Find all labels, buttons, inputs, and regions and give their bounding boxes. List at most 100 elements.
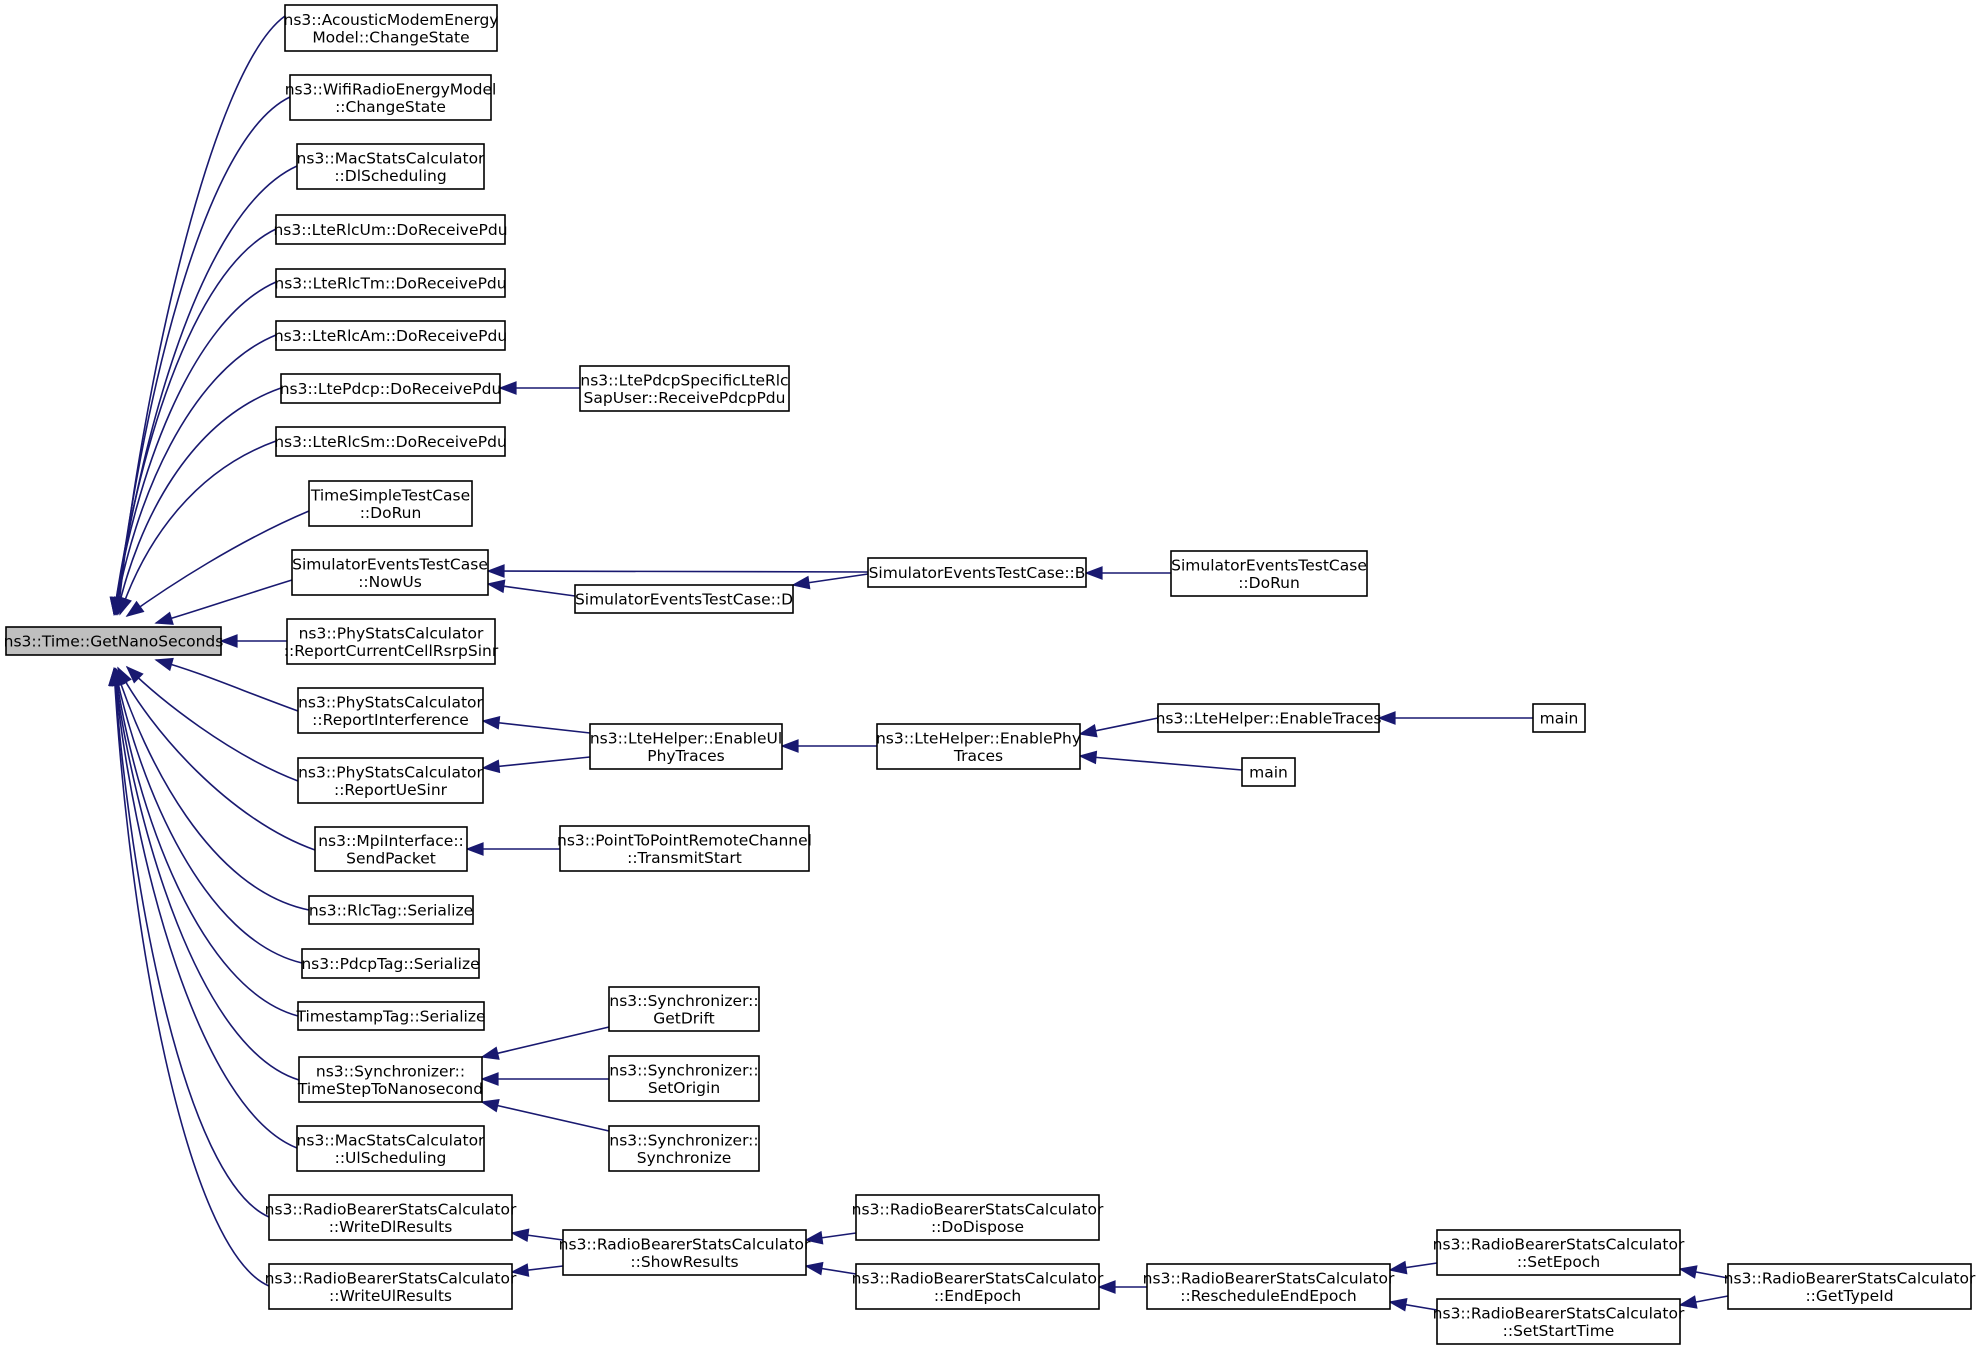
node-label-line: ::RescheduleEndEpoch: [1180, 1287, 1356, 1305]
edge-line: [155, 579, 293, 624]
node-label-line: ::SetEpoch: [1517, 1253, 1600, 1271]
node-rbWriteDl[interactable]: ns3::RadioBearerStatsCalculator::WriteDl…: [265, 1194, 517, 1241]
edge-line: [1079, 755, 1243, 771]
edge-arrowhead: [219, 634, 238, 648]
node-wifiRadio[interactable]: ns3::WifiRadioEnergyModel::ChangeState: [285, 74, 497, 121]
edge-arrowhead: [125, 665, 144, 684]
node-pdcp[interactable]: ns3::LtePdcp::DoReceivePdu: [280, 373, 502, 404]
edge-line: [126, 666, 299, 782]
node-label-line: ns3::PhyStatsCalculator: [298, 693, 483, 711]
edge-rbTypeId-to-rbSetEpoch: [1678, 1265, 1729, 1279]
node-box: [855, 1194, 1100, 1241]
node-phyInterf[interactable]: ns3::PhyStatsCalculator::ReportInterfere…: [297, 687, 484, 734]
edge-arrowhead: [1678, 1295, 1698, 1309]
node-rlcUm[interactable]: ns3::LteRlcUm::DoReceivePdu: [273, 214, 508, 245]
node-label-line: ns3::Synchronizer::: [316, 1062, 465, 1080]
node-label-line: ns3::RadioBearerStatsCalculator: [1143, 1269, 1395, 1287]
edge-rbEndEpoch-to-rbShow: [804, 1261, 857, 1276]
node-label-line: ns3::LteHelper::EnablePhy: [876, 729, 1081, 747]
node-label-line: ::WriteUlResults: [329, 1287, 452, 1305]
node-main2[interactable]: main: [1241, 757, 1296, 787]
node-rbShow[interactable]: ns3::RadioBearerStatsCalculator::ShowRes…: [559, 1229, 811, 1276]
edge-arrowhead: [481, 716, 501, 730]
edge-arrowhead: [1388, 1298, 1408, 1312]
edge-syncDrift-to-syncTimeStep: [480, 1026, 610, 1060]
node-mpiSend[interactable]: ns3::MpiInterface::SendPacket: [314, 826, 468, 872]
node-rlcSm[interactable]: ns3::LteRlcSm::DoReceivePdu: [274, 426, 507, 457]
edge-simB-to-simNowUs: [486, 564, 869, 578]
edge-rbSetEpoch-to-rbResched: [1388, 1260, 1438, 1275]
node-box: [855, 1263, 1100, 1310]
node-pdcpTag[interactable]: ns3::PdcpTag::Serialize: [301, 948, 480, 979]
node-rbResched[interactable]: ns3::RadioBearerStatsCalculator::Resched…: [1143, 1263, 1395, 1310]
node-label-line: ns3::LtePdcp::DoReceivePdu: [280, 380, 502, 398]
node-timeSimple[interactable]: TimeSimpleTestCase::DoRun: [308, 480, 473, 527]
node-rbDispose[interactable]: ns3::RadioBearerStatsCalculator::DoDispo…: [852, 1194, 1104, 1241]
node-label-line: ns3::LteRlcAm::DoReceivePdu: [274, 327, 507, 345]
node-simDoRun[interactable]: SimulatorEventsTestCase::DoRun: [1170, 550, 1368, 597]
edge-line: [126, 510, 310, 617]
node-rbSetEpoch[interactable]: ns3::RadioBearerStatsCalculator::SetEpoc…: [1433, 1229, 1685, 1276]
node-enableTraces[interactable]: ns3::LteHelper::EnableTraces: [1156, 703, 1382, 733]
node-pdcpSap[interactable]: ns3::LtePdcpSpecificLteRlcSapUser::Recei…: [579, 365, 790, 412]
edge-simB-to-simD: [791, 573, 869, 590]
node-rbSetStart[interactable]: ns3::RadioBearerStatsCalculator::SetStar…: [1433, 1298, 1685, 1345]
node-syncDrift[interactable]: ns3::Synchronizer::GetDrift: [608, 986, 760, 1032]
node-p2pRemote[interactable]: ns3::PointToPointRemoteChannel::Transmit…: [557, 825, 812, 872]
node-box: [1532, 703, 1586, 733]
root-node[interactable]: ns3::Time::GetNanoSeconds: [4, 626, 224, 656]
node-box: [308, 895, 474, 925]
edge-enableTraces-to-enablePhy: [1078, 717, 1159, 738]
node-box: [5, 626, 222, 656]
node-phyRsrp[interactable]: ns3::PhyStatsCalculator::ReportCurrentCe…: [284, 618, 499, 665]
node-timestampTag[interactable]: TimestampTag::Serialize: [295, 1001, 486, 1031]
node-box: [286, 618, 496, 665]
node-simD[interactable]: SimulatorEventsTestCase::D: [574, 584, 794, 614]
node-box: [280, 373, 501, 404]
edge-arrowhead: [780, 739, 799, 753]
node-box: [275, 214, 506, 245]
node-syncOrigin[interactable]: ns3::Synchronizer::SetOrigin: [608, 1055, 760, 1102]
node-label-line: ::SetStartTime: [1503, 1322, 1615, 1340]
node-box: [876, 723, 1081, 770]
node-box: [296, 1125, 485, 1172]
node-simB[interactable]: SimulatorEventsTestCase::B: [867, 557, 1087, 588]
node-rlcTag[interactable]: ns3::RlcTag::Serialize: [308, 895, 474, 925]
edge-arrowhead: [1377, 711, 1396, 725]
edge-rbWriteUl-to-root: [108, 667, 270, 1287]
node-label-line: SimulatorEventsTestCase::B: [869, 564, 1086, 582]
edge-phyUeSinr-to-root: [125, 665, 299, 782]
node-label-line: ::EndEpoch: [934, 1287, 1021, 1305]
edge-arrowhead: [465, 842, 484, 856]
node-label-line: ::ReportInterference: [312, 711, 469, 729]
node-label-line: ns3::LteRlcTm::DoReceivePdu: [274, 275, 506, 293]
node-box: [574, 584, 794, 614]
node-box: [296, 143, 485, 190]
node-simNowUs[interactable]: SimulatorEventsTestCase::NowUs: [291, 549, 489, 596]
edge-arrowhead: [804, 1261, 824, 1276]
edge-rbShow-to-rbWriteDl: [510, 1228, 564, 1243]
node-acoustic[interactable]: ns3::AcousticModemEnergyModel::ChangeSta…: [284, 4, 499, 52]
node-label-line: SetOrigin: [648, 1079, 720, 1097]
node-rbEndEpoch[interactable]: ns3::RadioBearerStatsCalculator::EndEpoc…: [852, 1263, 1104, 1310]
node-macDl[interactable]: ns3::MacStatsCalculator::DlScheduling: [296, 143, 486, 190]
edge-enableUlPhy-to-phyInterf: [481, 716, 591, 734]
node-main1[interactable]: main: [1532, 703, 1586, 733]
node-rlcAm[interactable]: ns3::LteRlcAm::DoReceivePdu: [274, 320, 507, 351]
node-rbTypeId[interactable]: ns3::RadioBearerStatsCalculator::GetType…: [1724, 1263, 1976, 1310]
node-label-line: ns3::RadioBearerStatsCalculator: [265, 1269, 517, 1287]
node-label-line: SimulatorEventsTestCase: [292, 555, 488, 573]
node-label-line: ::ReportUeSinr: [334, 781, 448, 799]
node-label-line: TimeSimpleTestCase: [310, 486, 470, 504]
node-phyUeSinr[interactable]: ns3::PhyStatsCalculator::ReportUeSinr: [297, 757, 484, 804]
node-label-line: ns3::Time::GetNanoSeconds: [4, 633, 224, 651]
node-rlcTm[interactable]: ns3::LteRlcTm::DoReceivePdu: [274, 268, 507, 298]
node-syncSync[interactable]: ns3::Synchronizer::Synchronize: [608, 1125, 760, 1172]
node-label-line: ns3::LteHelper::EnableTraces: [1156, 710, 1382, 728]
node-macUl[interactable]: ns3::MacStatsCalculator::UlScheduling: [296, 1125, 486, 1172]
node-box: [559, 825, 810, 872]
node-rbWriteUl[interactable]: ns3::RadioBearerStatsCalculator::WriteUl…: [265, 1263, 517, 1310]
node-syncTimeStep[interactable]: ns3::Synchronizer::TimeStepToNanosecond: [297, 1056, 483, 1103]
